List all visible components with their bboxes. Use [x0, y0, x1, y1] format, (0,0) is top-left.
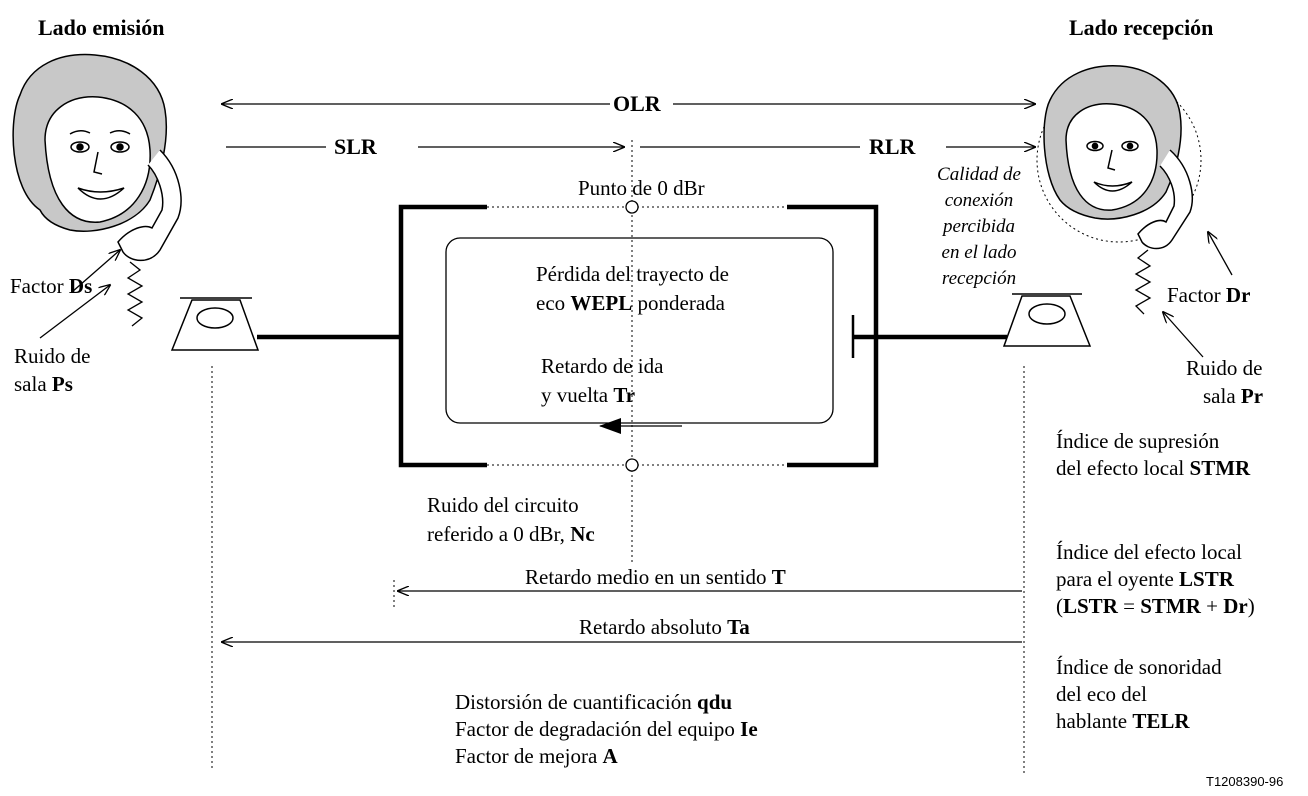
tr-label-line2: y vuelta Tr [541, 382, 635, 408]
stmr-prefix: del efecto local [1056, 456, 1190, 480]
ta-delay-label: Retardo absoluto Ta [579, 614, 750, 640]
perceived-quality-line: en el lado [941, 242, 1017, 263]
ps-label-line1: Ruido de [14, 344, 91, 368]
t-delay-prefix: Retardo medio en un sentido [525, 565, 772, 589]
perceived-quality-line: percibida [942, 216, 1016, 237]
ie-label: Factor de degradación del equipo Ie [455, 716, 758, 742]
wepl-suffix: ponderada [632, 291, 725, 315]
sender-side-title: Lado emisión [38, 15, 165, 40]
lstr-formula-lstr: LSTR [1063, 594, 1118, 618]
pr-label-line2: sala Pr [1203, 383, 1263, 409]
lstr-formula-dr: Dr [1223, 594, 1248, 618]
stmr-value: STMR [1189, 456, 1251, 480]
a-prefix: Factor de mejora [455, 744, 603, 768]
lstr-prefix: para el oyente [1056, 567, 1180, 591]
nc-label-line2: referido a 0 dBr, Nc [427, 521, 595, 547]
olr-label: OLR [613, 91, 661, 116]
t-delay-value: T [771, 565, 786, 589]
rlr-label: RLR [869, 134, 916, 159]
lstr-formula: (LSTR = STMR + Dr) [1056, 593, 1255, 619]
receiver-side-title: Lado recepción [1069, 15, 1214, 40]
receiver-person-icon [1043, 65, 1193, 250]
slr-label: SLR [334, 134, 377, 159]
lstr-formula-open: ( [1056, 594, 1063, 618]
stmr-label-line2: del efecto local STMR [1056, 455, 1250, 481]
lstr-formula-eq: = [1117, 594, 1141, 618]
dr-label: Factor Dr [1167, 282, 1250, 308]
wepl-value: WEPL [570, 291, 633, 315]
dr-prefix: Factor [1167, 283, 1226, 307]
wepl-prefix: eco [536, 291, 571, 315]
ie-prefix: Factor de degradación del equipo [455, 717, 741, 741]
nc-prefix: referido a 0 dBr, [427, 522, 571, 546]
dr-value: Dr [1225, 283, 1251, 307]
sender-phone-icon [170, 297, 260, 351]
wepl-label-line2: eco WEPL ponderada [536, 290, 725, 316]
sender-person-icon [12, 53, 182, 262]
dr-pointer [1208, 232, 1233, 276]
lstr-formula-close: ) [1247, 594, 1255, 618]
ta-delay-prefix: Retardo absoluto [579, 615, 728, 639]
wepl-label-line1: Pérdida del trayecto de [536, 262, 729, 286]
figure-reference: T1208390-96 [1206, 774, 1284, 789]
perceived-quality-line: Calidad de [937, 164, 1021, 185]
ps-pointer [39, 285, 110, 339]
ds-value: Ds [68, 274, 93, 298]
receiver-phone-icon [1002, 293, 1092, 347]
qdu-value: qdu [697, 690, 733, 714]
telr-label-line2: del eco del [1056, 682, 1147, 706]
ps-value: Ps [51, 372, 73, 396]
tr-prefix: y vuelta [541, 383, 614, 407]
telr-label-line1: Índice de sonoridad [1056, 655, 1222, 679]
telr-value: TELR [1132, 709, 1190, 733]
qdu-prefix: Distorsión de cuantificación [455, 690, 698, 714]
vertical-reference-lines [211, 366, 1025, 775]
qdu-label: Distorsión de cuantificación qdu [455, 689, 732, 715]
receiver-cord-icon [1134, 249, 1152, 315]
pr-prefix: sala [1203, 384, 1241, 408]
pr-value: Pr [1240, 384, 1264, 408]
ps-prefix: sala [14, 372, 52, 396]
nc-label-line1: Ruido del circuito [427, 493, 579, 517]
nc-value: Nc [570, 522, 595, 546]
lstr-label-line2: para el oyente LSTR [1056, 566, 1234, 592]
ds-label: Factor Ds [10, 273, 92, 299]
perceived-quality-line: conexión [944, 190, 1014, 211]
tr-value: Tr [613, 383, 636, 407]
t-delay-label: Retardo medio en un sentido T [525, 564, 786, 590]
lstr-value: LSTR [1179, 567, 1234, 591]
stmr-label-line1: Índice de supresión [1056, 429, 1220, 453]
ds-pointer [71, 250, 120, 293]
pr-label-line1: Ruido de [1186, 356, 1263, 380]
zero-dbr-point-label: Punto de 0 dBr [578, 176, 705, 200]
ps-label-line2: sala Ps [14, 371, 73, 397]
pr-pointer [1163, 312, 1204, 358]
tr-label-line1: Retardo de ida [541, 354, 664, 378]
zero-dbr-point-bottom [625, 458, 639, 472]
lstr-label-line1: Índice del efecto local [1056, 540, 1242, 564]
telr-prefix: hablante [1056, 709, 1133, 733]
telr-label-line3: hablante TELR [1056, 708, 1190, 734]
a-label: Factor de mejora A [455, 743, 618, 769]
ds-prefix: Factor [10, 274, 69, 298]
echo-loop [445, 237, 834, 424]
ta-delay-value: Ta [727, 615, 750, 639]
a-value: A [602, 744, 618, 768]
perceived-quality-label: Calidad de conexión percibida en el lado… [922, 162, 1036, 292]
lstr-formula-plus: + [1200, 594, 1224, 618]
sender-cord-icon [126, 261, 144, 327]
lstr-formula-stmr: STMR [1140, 594, 1201, 618]
zero-dbr-point-top [625, 200, 639, 214]
perceived-quality-line: recepción [941, 268, 1017, 289]
ie-value: Ie [740, 717, 758, 741]
line-terminations [399, 315, 855, 358]
